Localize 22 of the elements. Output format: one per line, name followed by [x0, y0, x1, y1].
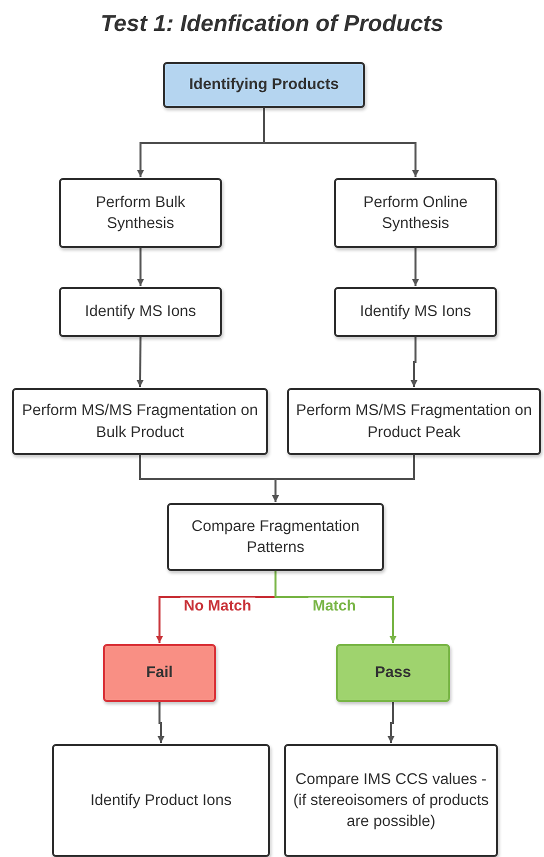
arrow [388, 702, 394, 743]
process-box: Compare Fragmentation Patterns [167, 503, 384, 571]
arrow [410, 337, 418, 387]
process-box: Fail [103, 644, 216, 702]
arrow [137, 248, 144, 286]
process-box: Identify MS Ions [334, 287, 497, 337]
process-box: Pass [336, 644, 450, 702]
arrow [136, 336, 144, 388]
arrow [412, 248, 419, 286]
arrow [263, 108, 419, 177]
process-box: Compare IMS CCS values - (if stereoisomers of products are possible) [284, 744, 498, 857]
process-box: Identify Product Ions [52, 744, 270, 857]
process-box: Perform Online Synthesis [334, 178, 497, 248]
process-box: Perform MS/MS Fragmentation on Product Peak [287, 388, 541, 455]
process-box: Perform Bulk Synthesis [59, 178, 222, 248]
arrow [158, 702, 164, 743]
process-box: Identify MS Ions [59, 287, 222, 337]
process-box: Identifying Products [163, 62, 365, 108]
process-box: Perform MS/MS Fragmentation on Bulk Product [12, 388, 268, 455]
arrow [272, 455, 415, 502]
arrow [274, 571, 396, 643]
title: Test 1: Idenfication of Products [100, 9, 444, 38]
